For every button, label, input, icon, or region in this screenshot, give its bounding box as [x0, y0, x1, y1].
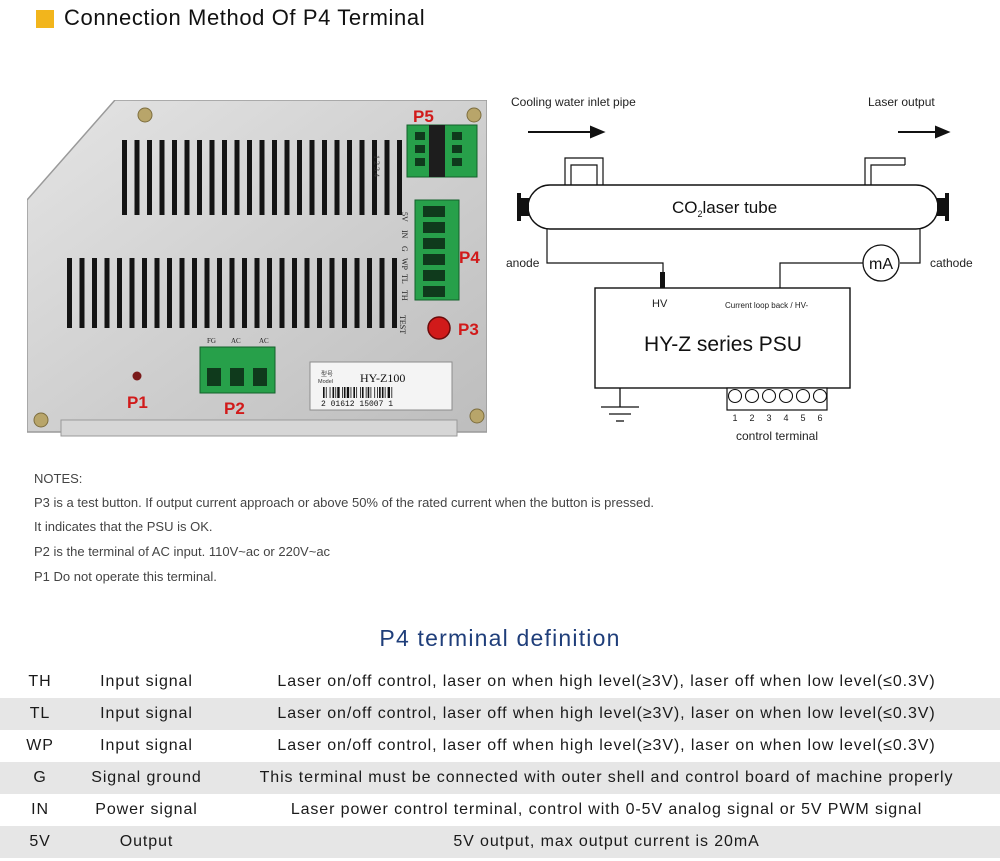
milliammeter-label: mA	[869, 256, 893, 273]
barcode-number: 2 01612 15007 1	[321, 400, 393, 409]
hv-label: HV	[652, 298, 668, 310]
model-name: HY-Z100	[360, 371, 405, 385]
model-cn-label: 型号	[321, 370, 333, 378]
notes-heading: NOTES:	[34, 471, 83, 486]
pin-number-2: 2	[749, 413, 754, 423]
terminal-definition: Laser on/off control, laser off when hig…	[277, 737, 936, 754]
table-row: WP Input signal Laser on/off control, la…	[0, 730, 1000, 762]
p2-label: P2	[224, 399, 245, 418]
table-row: G Signal ground This terminal must be co…	[0, 762, 1000, 794]
terminal-definition: Laser power control terminal, control wi…	[290, 801, 923, 818]
connection-diagram: Cooling water inlet pipe Laser output CO…	[506, 95, 973, 443]
p4-pin-wp: WP	[400, 258, 409, 271]
p5-label: P5	[413, 107, 434, 126]
section-marker	[36, 10, 54, 28]
tube-end-caps	[517, 193, 949, 221]
cathode-label: cathode	[930, 256, 973, 270]
note-p2: P2 is the terminal of AC input. 110V~ac …	[34, 544, 331, 559]
signal-type: Power signal	[95, 801, 198, 818]
p4-pin-tl: TL	[400, 274, 409, 284]
anode-label: anode	[506, 256, 540, 270]
vent-slots-upper	[122, 140, 402, 215]
barcode-icon	[323, 387, 393, 398]
psu-label: HY-Z series PSU	[644, 333, 802, 356]
table-row: IN Power signal Laser power control term…	[0, 794, 1000, 826]
terminal-definition: Laser on/off control, laser off when hig…	[277, 705, 936, 722]
p2-pin-ac2: AC	[259, 337, 269, 345]
terminal-definition: This terminal must be connected with out…	[259, 769, 954, 786]
p3-label: P3	[458, 320, 479, 339]
p4-pin-5v: 5V	[400, 212, 409, 222]
terminal-definition: 5V output, max output current is 20mA	[453, 833, 760, 850]
p2-pin-ac1: AC	[231, 337, 241, 345]
terminal-name: IN	[31, 801, 49, 818]
screw-icon	[33, 107, 485, 428]
psu-box	[594, 287, 851, 389]
p4-pin-g: G	[400, 246, 409, 252]
pin-number-5: 5	[800, 413, 805, 423]
psu-rail	[60, 419, 458, 437]
current-loop-label: Current loop back / HV-	[725, 301, 808, 310]
signal-type: Input signal	[100, 705, 193, 722]
milliammeter-icon	[862, 244, 900, 282]
pin-number-3: 3	[766, 413, 771, 423]
pin-number-6: 6	[817, 413, 822, 423]
signal-type: Signal ground	[91, 769, 202, 786]
note-p3: P3 is a test button. If output current a…	[34, 495, 655, 510]
signal-type: Input signal	[100, 737, 193, 754]
vent-slots-lower	[67, 258, 397, 328]
note-p1: P1 Do not operate this terminal.	[34, 569, 217, 584]
signal-type: Input signal	[100, 673, 193, 690]
model-en-label: Model	[318, 379, 333, 385]
laser-output-label: Laser output	[868, 95, 935, 109]
table-row: TH Input signal Laser on/off control, la…	[0, 666, 1000, 698]
note-psu-ok: It indicates that the PSU is OK.	[34, 519, 213, 534]
control-terminal-label: control terminal	[736, 429, 818, 443]
arrow-icon	[528, 125, 951, 139]
p1-label: P1	[127, 393, 148, 412]
water-pipe-stubs	[564, 157, 906, 185]
page-title: Connection Method Of P4 Terminal	[64, 5, 426, 30]
model-sticker	[309, 361, 453, 411]
p3-test-button	[427, 316, 451, 340]
table-row: TL Input signal Laser on/off control, la…	[0, 698, 1000, 730]
terminal-name: WP	[26, 737, 54, 754]
terminal-name: 5V	[29, 833, 51, 850]
terminal-name: TH	[28, 673, 52, 690]
control-terminal-block	[726, 387, 828, 411]
p4-label: P4	[459, 248, 480, 267]
pin-number-1: 1	[732, 413, 737, 423]
p4-definition-heading: P4 terminal definition	[379, 625, 621, 651]
hv-terminal	[660, 272, 665, 288]
p4-pin-in: IN	[400, 230, 409, 239]
test-label: TEST	[398, 315, 407, 334]
p1-indicator	[132, 371, 142, 381]
table-row: 5V Output 5V output, max output current …	[0, 826, 1000, 858]
ground-icon	[601, 388, 639, 422]
control-terminal-pins	[727, 388, 828, 404]
p4-definition-table: TH Input signal Laser on/off control, la…	[0, 666, 1000, 858]
psu-photo: 1 2 3 4 P5 5V IN G WP TL TH P4 TEST P3 F…	[27, 100, 487, 437]
signal-type: Output	[119, 833, 174, 850]
cooling-pipe-label: Cooling water inlet pipe	[511, 95, 636, 109]
terminal-definition: Laser on/off control, laser on when high…	[277, 673, 936, 690]
terminal-name: TL	[29, 705, 51, 722]
terminal-name: G	[33, 769, 47, 786]
p5-pin-numbers: 1 2 3 4	[372, 155, 381, 177]
p2-pin-fg: FG	[207, 337, 216, 345]
p4-pin-th: TH	[400, 290, 409, 301]
laser-tube-label: CO2laser tube	[672, 198, 777, 219]
pin-number-4: 4	[783, 413, 788, 423]
